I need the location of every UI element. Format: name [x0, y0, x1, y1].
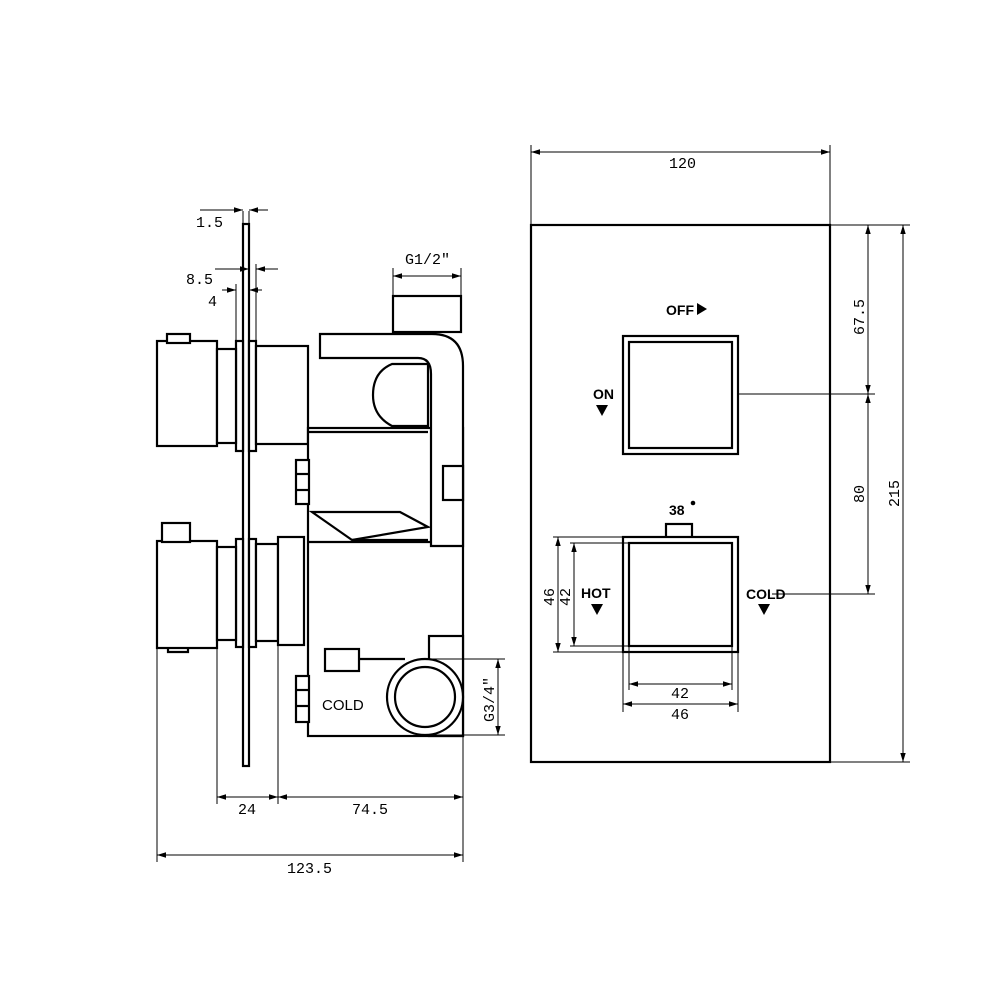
dim-1-5: 1.5	[196, 207, 268, 232]
svg-text:G1/2": G1/2"	[405, 252, 450, 269]
svg-text:1.5: 1.5	[196, 215, 223, 232]
outlet-pipe	[318, 294, 465, 548]
dim-67-5: 67.5	[852, 225, 871, 394]
svg-text:24: 24	[238, 802, 256, 819]
dim-123-5: 123.5	[156, 648, 463, 878]
hex-nut-lower	[294, 674, 311, 724]
dim-8-5: 8.5	[186, 264, 278, 341]
dim-g34: G3/4"	[425, 658, 505, 736]
dim-80: 80	[852, 394, 871, 594]
hot-arrow-icon	[591, 604, 603, 615]
dim-24: 24	[216, 645, 279, 819]
svg-text:4: 4	[208, 294, 217, 311]
svg-text:42: 42	[558, 588, 575, 606]
on-label: ON	[593, 386, 614, 402]
dim-g12: G1/2"	[392, 252, 462, 296]
side-cold-label: COLD	[322, 697, 364, 714]
hot-label: HOT	[581, 585, 611, 601]
thermostat-knob	[621, 522, 740, 654]
dim-46-horizontal: 46	[623, 701, 738, 724]
svg-text:G3/4": G3/4"	[482, 677, 499, 722]
top-handle	[155, 332, 219, 448]
cold-label: COLD	[746, 586, 786, 602]
dim-215: 215	[887, 225, 906, 762]
svg-text:123.5: 123.5	[287, 861, 332, 878]
dim-74-5: 74.5	[278, 736, 464, 862]
dim-42-horizontal: 42	[629, 681, 732, 703]
wall-plate	[241, 222, 251, 768]
bottom-handle	[155, 521, 219, 654]
off-label: OFF	[666, 302, 694, 318]
degree-icon	[690, 500, 696, 506]
svg-text:8.5: 8.5	[186, 272, 213, 289]
svg-text:120: 120	[669, 156, 696, 173]
svg-text:80: 80	[852, 485, 869, 503]
svg-text:74.5: 74.5	[352, 802, 388, 819]
svg-text:46: 46	[671, 707, 689, 724]
dim-120: 120	[530, 145, 831, 225]
svg-text:46: 46	[542, 588, 559, 606]
cold-arrow-icon	[758, 604, 770, 615]
svg-text:42: 42	[671, 686, 689, 703]
cover-plate	[529, 223, 832, 764]
side-view: COLD 1.5 8.5 4 G1/2"	[155, 207, 505, 878]
hex-nut-upper	[294, 458, 311, 506]
on-arrow-icon	[596, 405, 608, 416]
diverter-knob	[621, 334, 740, 456]
dim-4: 4	[208, 284, 262, 341]
svg-text:215: 215	[887, 480, 904, 507]
front-view: OFF ON 38 HOT COLD 120 67.5 8	[529, 145, 910, 764]
temp-label: 38	[669, 502, 685, 518]
svg-text:67.5: 67.5	[852, 299, 869, 335]
off-arrow-icon	[697, 303, 707, 315]
dim-46-vertical: 46	[542, 537, 561, 652]
dim-42-vertical: 42	[558, 543, 577, 646]
